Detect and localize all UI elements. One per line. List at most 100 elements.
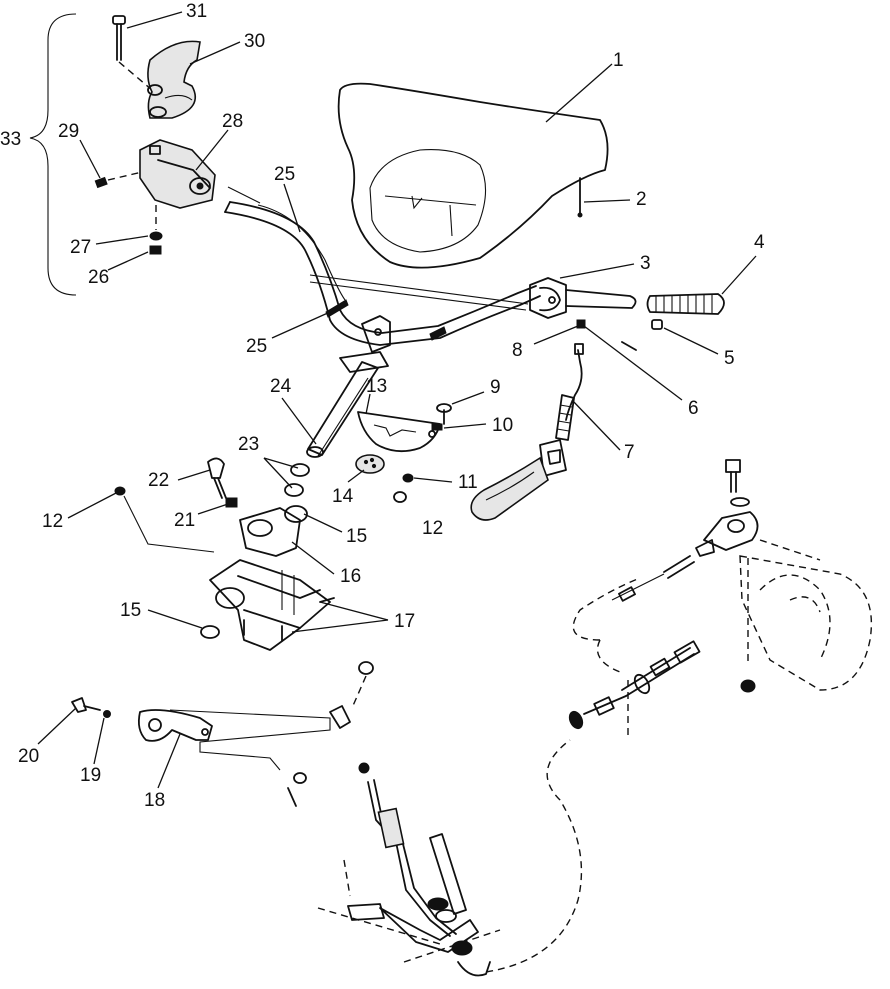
steering-cable-lower: [367, 779, 457, 937]
cable-right-mid: [621, 640, 701, 697]
callout-8: 8: [512, 340, 523, 361]
cable-dash-1: [351, 675, 367, 709]
part-19-washer: [103, 710, 111, 718]
part-11-washer: [402, 473, 414, 483]
callout-27: 26: [88, 267, 109, 288]
leader-dash-18: [169, 709, 331, 771]
part-6-screw: [621, 341, 637, 351]
dash-bracket-screw: [343, 859, 351, 897]
callout-20: 20: [18, 746, 39, 767]
arm-nut: [293, 772, 307, 784]
part-31-bracket: [147, 40, 201, 119]
dash-right-3: [596, 639, 621, 673]
spindle-assembly: [739, 555, 873, 691]
callout-13: 13: [366, 376, 387, 397]
callout-9: 9: [490, 377, 501, 398]
callout-23: 23: [238, 434, 259, 455]
cable-mount-bracket: [347, 833, 479, 953]
part-15-bushing-upper: [284, 505, 308, 523]
part-27-nut: [149, 245, 162, 255]
part-5-plug: [651, 319, 663, 330]
part-23-bushing-lower: [284, 483, 304, 497]
spindle-nut: [740, 679, 756, 693]
part-tie-2: [429, 326, 447, 341]
part-26-handlebar: [224, 186, 541, 346]
group-33-bracket: [29, 13, 77, 296]
tie-rod-end: [329, 705, 351, 729]
callout-33: 33: [0, 129, 21, 150]
throttle-bar-end: [565, 289, 637, 309]
callout-15-upper: 15: [346, 526, 367, 547]
cable-nut-mid: [358, 762, 370, 774]
steering-cable-routing: [485, 739, 583, 973]
part-32-pin: [112, 15, 126, 61]
callout-7: 7: [624, 442, 635, 463]
callout-2: 2: [636, 189, 647, 210]
callout-32: 31: [186, 1, 207, 22]
callout-3: 3: [640, 253, 651, 274]
dash-bracket-line: [317, 907, 441, 945]
callout-14: 14: [332, 486, 354, 507]
callout-16: 16: [340, 566, 361, 587]
cable-right-lower: [568, 695, 627, 730]
leader-lines: [37, 11, 757, 789]
part-29-switch-housing: [139, 139, 216, 209]
part-25-cable-tie: [325, 299, 349, 318]
upper-bolt-right: [725, 459, 750, 507]
part-21-nut: [225, 497, 238, 508]
callout-15-lower: 15: [120, 600, 141, 621]
dash-right-2: [759, 539, 821, 561]
callout-29: 28: [222, 111, 243, 132]
upper-cable-loop: [572, 577, 641, 641]
callout-22: 22: [148, 470, 169, 491]
part-1-handlebar-pad: [337, 82, 609, 269]
part-28-washer: [149, 231, 163, 241]
callout-21: 21: [174, 510, 195, 531]
part-12-nut-left: [114, 486, 126, 496]
tie-rod-end-right: [695, 511, 759, 557]
callout-19: 19: [80, 765, 101, 786]
part-22-bolt: [207, 457, 227, 499]
part-8-nut: [576, 319, 586, 329]
callout-4: 4: [754, 232, 765, 253]
callout-30: 29: [58, 121, 79, 142]
part-2-screw: [577, 177, 583, 218]
leader-dash-32: [118, 61, 153, 91]
part-17-steering-support: [209, 507, 335, 651]
part-15-bushing-lower: [200, 625, 220, 639]
part-12-nut-right: [393, 491, 407, 503]
callout-12-left: 12: [42, 511, 63, 532]
callout-17: 17: [394, 611, 415, 632]
callout-5: 5: [724, 348, 735, 369]
callout-28: 27: [70, 237, 91, 258]
callout-26: 25: [274, 164, 295, 185]
arm-bolt: [287, 787, 297, 807]
cable-right-upper: [611, 555, 695, 602]
callout-25: 25: [246, 336, 267, 357]
part-30-screw: [94, 176, 108, 189]
part-13-mount-bracket: [357, 411, 441, 453]
part-18-steering-arm: [137, 709, 213, 742]
part-3-throttle-housing: [529, 277, 567, 319]
part-20-bolt: [71, 697, 101, 713]
callout-12-right: 12: [422, 518, 443, 539]
handlebar-clamp: [339, 315, 391, 373]
part-9-screw: [436, 403, 452, 425]
part-7-kill-switch: [470, 343, 584, 521]
callout-24: 24: [270, 376, 292, 397]
callout-6: 6: [688, 398, 699, 419]
part-14-grommet: [355, 454, 385, 474]
callout-31: 30: [244, 31, 265, 52]
callout-1: 1: [613, 50, 624, 71]
callout-18: 18: [144, 790, 165, 811]
cable-nut-top: [358, 661, 374, 675]
leader-dash-30: [107, 171, 143, 181]
part-23-bushing-upper: [290, 463, 310, 477]
callout-11: 11: [458, 472, 478, 493]
callout-10: 10: [492, 415, 513, 436]
part-4-hand-grip: [646, 293, 725, 315]
cable-boot: [451, 940, 491, 977]
part-24-steering-post: [306, 361, 379, 458]
